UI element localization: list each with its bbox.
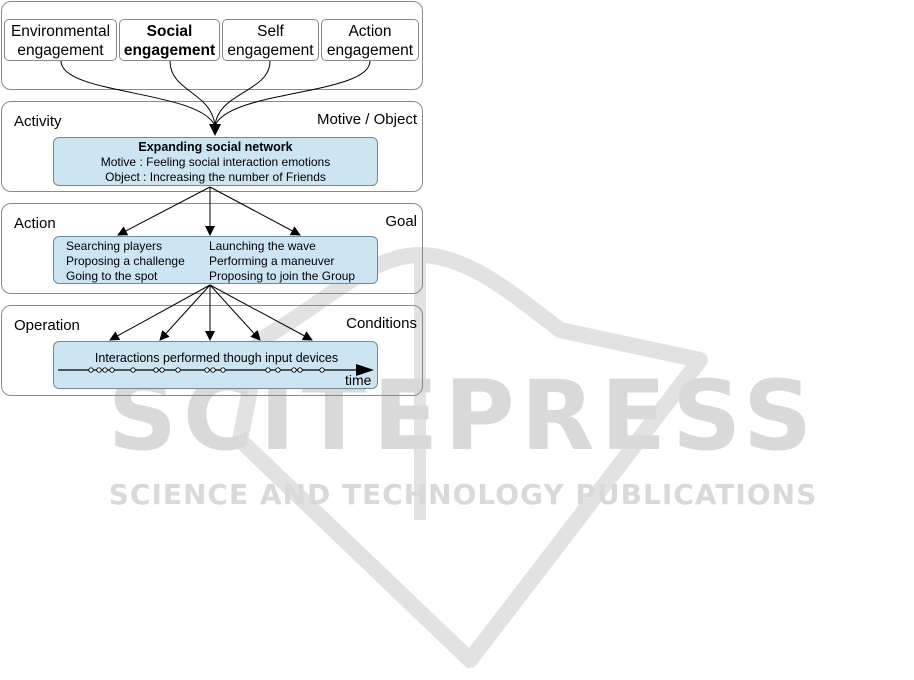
arrow-activity-action-left	[117, 186, 211, 236]
activity-title: Expanding social network	[138, 140, 293, 154]
action-layer: Action Goal	[1, 203, 423, 294]
box-line1: Social	[146, 23, 193, 40]
arrow-action-operation-4	[209, 284, 261, 341]
arrow-action-operation-5	[209, 284, 313, 341]
interaction-marker	[159, 367, 165, 373]
box-line1: Self	[257, 23, 284, 40]
list-item: Searching players	[66, 239, 163, 253]
interaction-marker	[204, 367, 210, 373]
box-line2: engagement	[326, 42, 414, 59]
box-line2: engagement	[17, 42, 104, 59]
time-axis-arrowhead	[356, 364, 374, 376]
connector-self	[214, 60, 271, 127]
interaction-marker	[153, 367, 159, 373]
interaction-marker	[130, 367, 136, 373]
environmental-engagement-box: Environmental engagement	[4, 19, 117, 61]
action-engagement-box: Action engagement	[321, 19, 419, 61]
interaction-marker	[265, 367, 271, 373]
box-line1: Action	[348, 23, 392, 40]
list-item: Launching the wave	[209, 239, 316, 253]
goal-label: Goal	[385, 213, 417, 230]
activity-layer: Activity Motive / Object	[1, 101, 423, 192]
time-axis-label: time	[345, 372, 372, 388]
interaction-marker	[175, 367, 181, 373]
interaction-marker	[291, 367, 297, 373]
interaction-marker	[96, 367, 102, 373]
engagement-layer	[1, 1, 423, 90]
box-line2: engagement	[227, 42, 314, 59]
activity-object: Object : Increasing the number of Friend…	[105, 170, 326, 184]
operation-text: Interactions performed though input devi…	[94, 351, 339, 365]
interaction-marker	[220, 367, 226, 373]
operation-label: Operation	[14, 317, 80, 334]
action-list-right: Launching the wave Performing a maneuver…	[209, 239, 355, 284]
connector-action-engagement	[214, 60, 371, 127]
arrow-action-operation-2	[159, 284, 211, 341]
connector-environmental	[60, 60, 216, 127]
connector-social	[169, 60, 216, 127]
operation-box: Interactions performed though input devi…	[53, 341, 378, 389]
activity-motive: Motive : Feeling social interaction emot…	[100, 155, 331, 169]
activity-label: Activity	[14, 113, 62, 130]
interaction-marker	[88, 367, 94, 373]
conditions-label: Conditions	[346, 315, 417, 332]
motive-object-label: Motive / Object	[316, 111, 417, 128]
interaction-marker	[102, 367, 108, 373]
self-engagement-box: Self engagement	[222, 19, 319, 61]
list-item: Performing a maneuver	[209, 254, 335, 268]
social-engagement-box: Social engagement	[119, 19, 220, 61]
interaction-marker	[210, 367, 216, 373]
box-line1: Environmental	[10, 23, 111, 40]
arrow-activity-action-right	[209, 186, 301, 236]
activity-box: Expanding social network Motive : Feelin…	[53, 137, 378, 186]
watermark-tagline: SCIENCE AND TECHNOLOGY PUBLICATIONS	[108, 478, 818, 511]
interaction-marker	[297, 367, 303, 373]
operation-layer: Operation Conditions	[1, 305, 423, 396]
action-list-left: Searching players Proposing a challenge …	[66, 239, 185, 284]
list-item: Proposing to join the Group	[209, 269, 356, 283]
action-label: Action	[14, 215, 56, 232]
box-line2: engagement	[123, 42, 216, 59]
arrow-action-operation-1	[109, 284, 211, 341]
list-item: Going to the spot	[66, 269, 158, 283]
action-box: Searching players Proposing a challenge …	[53, 236, 378, 284]
interaction-marker	[109, 367, 115, 373]
interaction-marker	[319, 367, 325, 373]
interaction-markers	[88, 367, 325, 373]
list-item: Proposing a challenge	[66, 254, 185, 268]
arrowhead-activity	[209, 124, 221, 136]
interaction-marker	[275, 367, 281, 373]
